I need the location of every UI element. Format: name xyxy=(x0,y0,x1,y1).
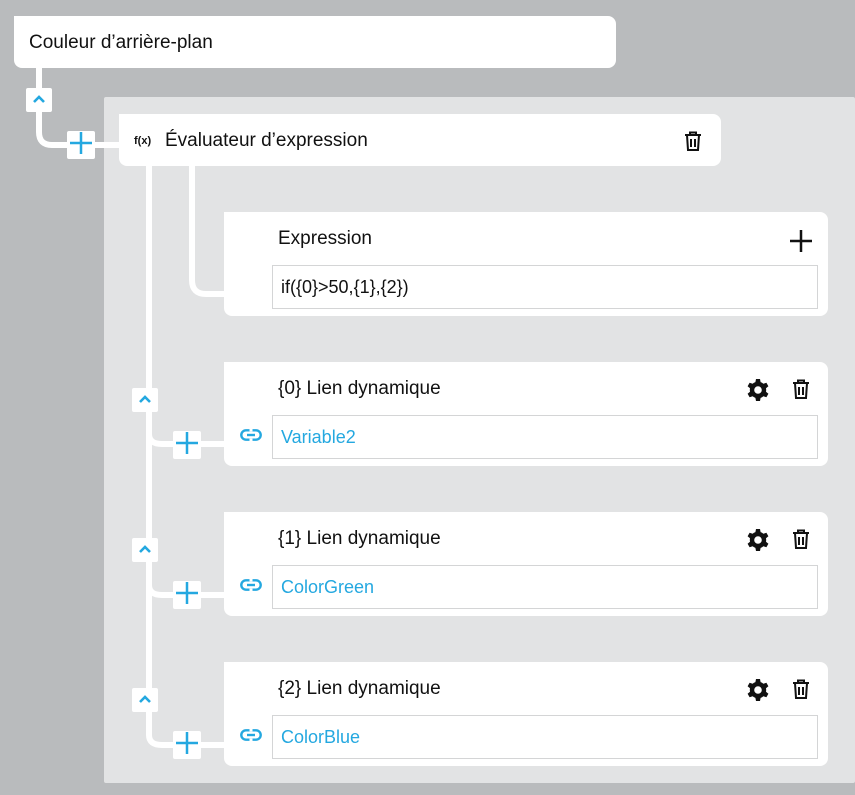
link-title: {1} Lien dynamique xyxy=(278,528,441,549)
dynamic-link-node-2: {2} Lien dynamique ColorBlue xyxy=(224,662,828,766)
collapse-button[interactable] xyxy=(132,688,158,712)
chevron-up-icon xyxy=(138,691,152,709)
link-icon xyxy=(240,729,262,741)
trash-icon[interactable] xyxy=(792,679,810,699)
plus-icon xyxy=(175,731,199,760)
gear-icon[interactable] xyxy=(746,378,770,402)
trash-icon[interactable] xyxy=(792,379,810,399)
expression-input[interactable]: if({0}>50,{1},{2}) xyxy=(272,265,818,309)
link-variable-field[interactable]: ColorGreen xyxy=(272,565,818,609)
plus-icon xyxy=(69,131,93,160)
collapse-button[interactable] xyxy=(26,88,52,112)
expression-title: Expression xyxy=(278,228,372,249)
link-variable-field[interactable]: ColorBlue xyxy=(272,715,818,759)
add-button[interactable] xyxy=(173,431,201,459)
trash-icon[interactable] xyxy=(792,529,810,549)
gear-icon[interactable] xyxy=(746,678,770,702)
node-title: Couleur d’arrière-plan xyxy=(29,32,213,53)
chevron-up-icon xyxy=(138,391,152,409)
chevron-up-icon xyxy=(138,541,152,559)
add-button[interactable] xyxy=(67,131,95,159)
add-button[interactable] xyxy=(173,731,201,759)
expression-node: Expression if({0}>50,{1},{2}) xyxy=(224,212,828,316)
link-icon xyxy=(240,429,262,441)
function-icon: f(x) xyxy=(134,135,152,147)
collapse-button[interactable] xyxy=(132,388,158,412)
chevron-up-icon xyxy=(32,91,46,109)
link-icon xyxy=(240,579,262,591)
expression-evaluator-node[interactable]: f(x) Évaluateur d’expression xyxy=(119,114,721,166)
link-title: {2} Lien dynamique xyxy=(278,678,441,699)
background-color-node[interactable]: Couleur d’arrière-plan xyxy=(14,16,616,68)
dynamic-link-node-0: {0} Lien dynamique Variable2 xyxy=(224,362,828,466)
add-button[interactable] xyxy=(173,581,201,609)
plus-icon[interactable] xyxy=(789,229,813,253)
plus-icon xyxy=(175,581,199,610)
dynamic-link-node-1: {1} Lien dynamique ColorGreen xyxy=(224,512,828,616)
collapse-button[interactable] xyxy=(132,538,158,562)
link-title: {0} Lien dynamique xyxy=(278,378,441,399)
node-title: Évaluateur d’expression xyxy=(165,130,368,151)
trash-icon[interactable] xyxy=(684,131,702,151)
link-variable-field[interactable]: Variable2 xyxy=(272,415,818,459)
gear-icon[interactable] xyxy=(746,528,770,552)
plus-icon xyxy=(175,431,199,460)
